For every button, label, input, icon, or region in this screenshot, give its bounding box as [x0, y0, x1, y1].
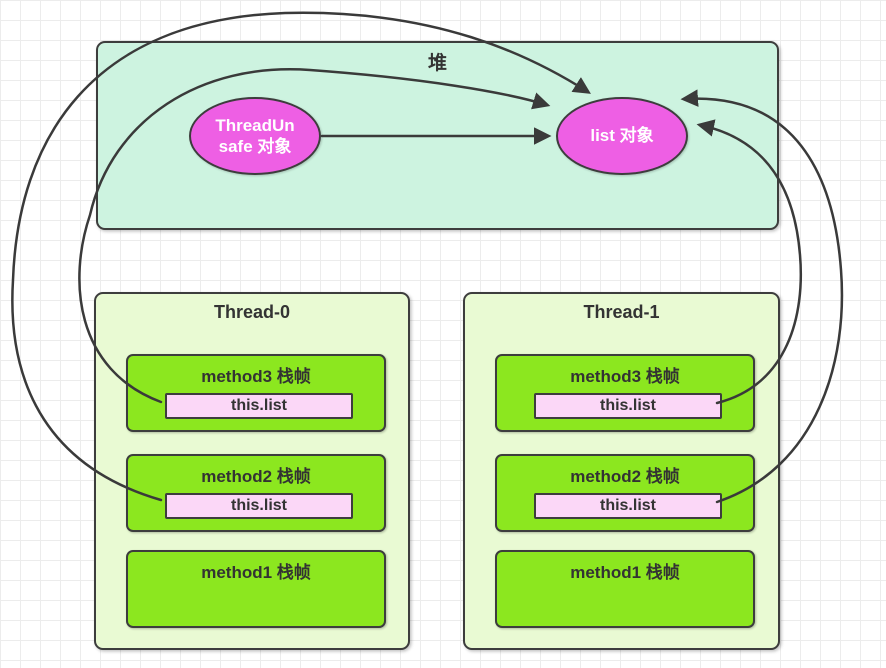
thread-1-box: Thread-1 method3 栈帧 this.list method2 栈帧… [463, 292, 780, 650]
thread-1-title: Thread-1 [583, 302, 660, 322]
frame-label: method2 栈帧 [201, 467, 311, 486]
thread-0-method2-this-list-ref: this.list [165, 493, 353, 519]
thread-1-method2-frame: method2 栈帧 this.list [495, 454, 755, 532]
thread-0-box: Thread-0 method3 栈帧 this.list method2 栈帧… [94, 292, 410, 650]
thread-1-method3-this-list-ref: this.list [534, 393, 722, 419]
thread-0-method3-this-list-ref: this.list [165, 393, 353, 419]
heap-label: 堆 [427, 53, 447, 74]
thread-1-method3-frame: method3 栈帧 this.list [495, 354, 755, 432]
frame-label: method2 栈帧 [570, 467, 680, 486]
threadunsafe-object-node: ThreadUn safe 对象 [189, 97, 321, 175]
thread-0-method2-frame: method2 栈帧 this.list [126, 454, 386, 532]
frame-label: method1 栈帧 [570, 563, 680, 582]
list-object-node: list 对象 [556, 97, 688, 175]
frame-label: method1 栈帧 [201, 563, 311, 582]
thread-1-method2-this-list-ref: this.list [534, 493, 722, 519]
thread-0-method1-frame: method1 栈帧 [126, 550, 386, 628]
thread-0-method3-frame: method3 栈帧 this.list [126, 354, 386, 432]
list-object-label: list 对象 [590, 126, 654, 146]
thread-0-title: Thread-0 [213, 302, 291, 322]
frame-label: method3 栈帧 [201, 367, 311, 386]
thread-1-method1-frame: method1 栈帧 [495, 550, 755, 628]
threadunsafe-object-label: ThreadUn safe 对象 [215, 115, 295, 156]
frame-label: method3 栈帧 [570, 367, 680, 386]
